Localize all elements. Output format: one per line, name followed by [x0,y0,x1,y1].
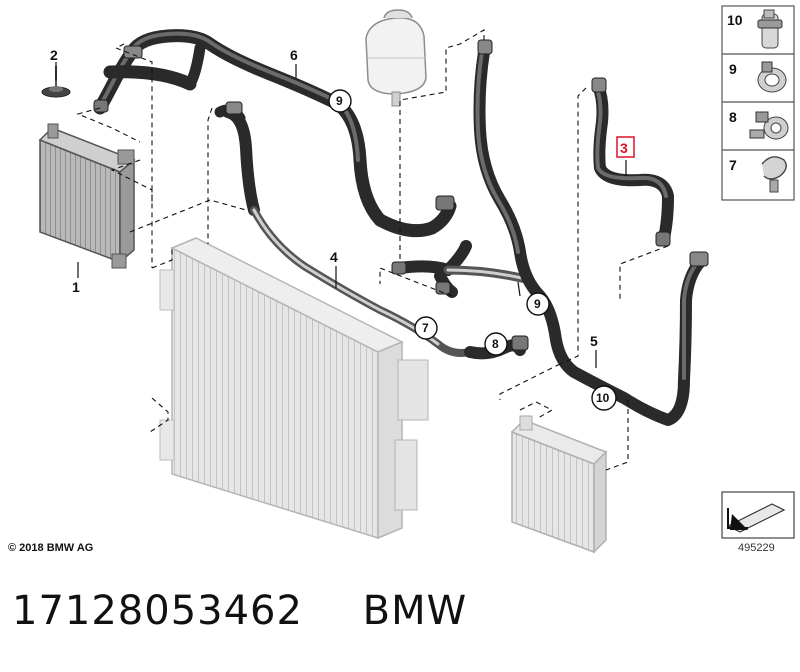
circled-callout-9-lower: 9 [526,292,550,316]
callout-2: 2 [50,47,58,63]
cooling-system-diagram: 2 1 6 4 5 3 9 9 7 8 10 10 [38,5,795,554]
auxiliary-radiator-right [510,415,608,554]
callout-3: 3 [620,140,628,156]
hose-clamp-large-icon [757,9,783,49]
tank-hose [473,46,706,426]
leader-lines [55,62,627,368]
callout-3-box: 3 [616,136,635,158]
legend-number-7: 7 [729,157,737,173]
callout-8: 8 [492,337,499,351]
callout-9-lower: 9 [534,297,541,311]
clamp-with-bracket-icon [749,111,789,140]
legend-number-10: 10 [727,12,743,28]
hose-clamp-icon [757,61,787,93]
diagram-id: 495229 [738,542,775,554]
view-orientation-icon [721,491,795,539]
auxiliary-radiator-left [38,123,136,269]
spring-clip-icon [761,156,787,193]
circled-callout-9-upper: 9 [328,89,352,113]
part-caption: 17128053462 BMW [12,588,467,634]
main-radiator [159,237,429,540]
callout-7: 7 [422,321,429,335]
hose-3 [592,80,674,244]
circled-callout-10: 10 [591,385,617,411]
legend-number-8: 8 [729,109,737,125]
callout-5: 5 [590,333,598,349]
part-brand: BMW [362,588,468,634]
callout-6: 6 [290,47,298,63]
legend-row-8: 8 [729,109,789,140]
expansion-tank [365,9,427,107]
circled-callout-8: 8 [484,332,508,356]
parts-legend: 10 9 8 7 [721,5,795,201]
callout-1: 1 [72,279,80,295]
callout-9-upper: 9 [336,94,343,108]
hose-clamps [93,39,709,351]
circled-callout-7: 7 [414,316,438,340]
legend-row-7: 7 [729,156,787,193]
assembly-dashed-lines [76,29,669,471]
legend-number-9: 9 [729,61,737,77]
part-number: 17128053462 [12,588,303,634]
callout-4: 4 [330,249,338,265]
legend-row-10: 10 [727,9,783,49]
branch-junction-hose [394,240,535,298]
copyright-notice: © 2018 BMW AG [8,542,94,554]
legend-row-9: 9 [729,61,787,93]
callout-10: 10 [596,391,610,405]
